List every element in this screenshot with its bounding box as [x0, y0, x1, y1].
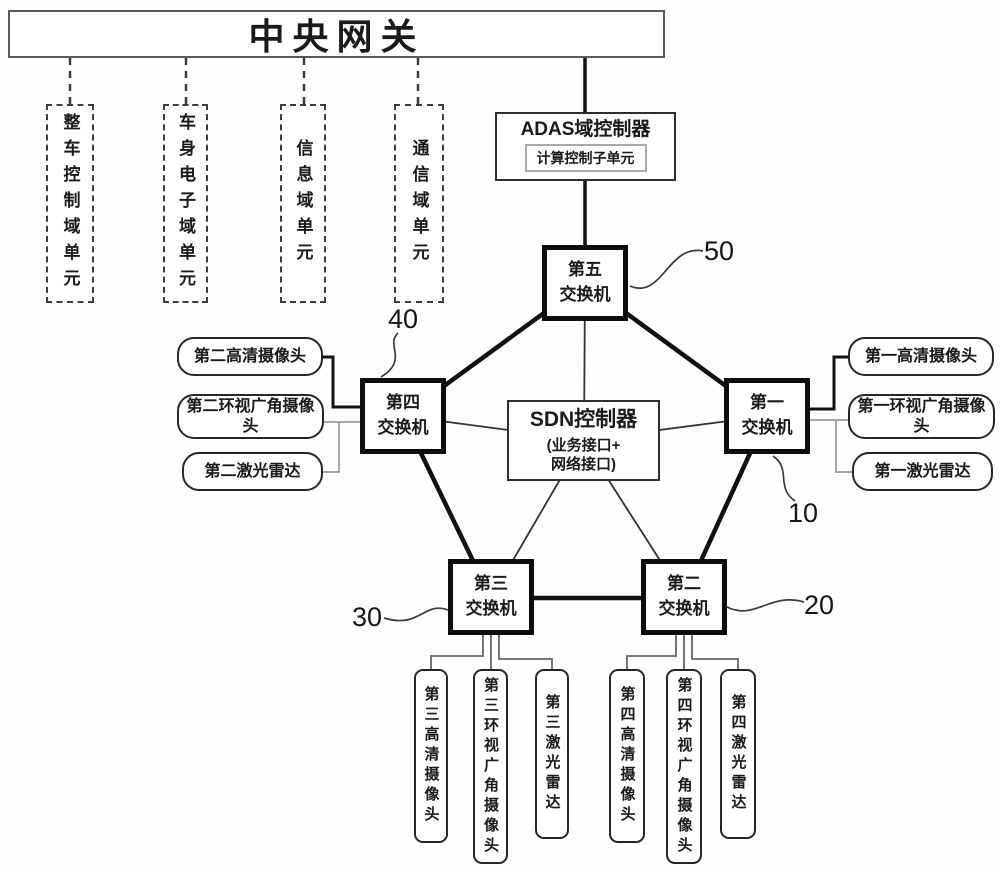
switch-4-label-line2: 交换机: [377, 418, 429, 437]
domain-unit-label: 通信域单元: [409, 138, 429, 269]
switch-2-box: 第二 交换机: [641, 559, 727, 635]
sensor-label: 第四高清摄像头: [618, 686, 635, 826]
adas-controller-title: ADAS域控制器: [520, 118, 651, 140]
sensor-label: 第三高清摄像头: [422, 686, 439, 826]
switch-4-label-line1: 第四: [386, 393, 420, 413]
sensor-lidar-1: 第一激光雷达: [852, 452, 993, 491]
domain-unit-label: 信息域单元: [293, 138, 313, 269]
sensor-hd-camera-4: 第四高清摄像头: [609, 669, 645, 843]
ref-label-20: 20: [804, 590, 835, 620]
sensor-lidar-3: 第三激光雷达: [535, 669, 569, 839]
bottom-left-sensor-links: [430, 635, 553, 670]
switch-1-box: 第一 交换机: [724, 378, 810, 454]
ref-label-30: 30: [352, 602, 383, 632]
sensor-label: 第三激光雷达: [543, 694, 560, 814]
reference-leader-lines: [380, 249, 805, 622]
ref-label-10: 10: [788, 498, 819, 528]
switch-2-label-line1: 第二: [667, 574, 701, 594]
sensor-hd-camera-1: 第一高清摄像头: [848, 337, 994, 376]
sensor-wide-camera-1: 第一环视广角摄像头: [848, 394, 995, 439]
sensor-label: 第一激光雷达: [874, 462, 971, 480]
gateway-domain-dashed-links: [68, 58, 420, 105]
switch-3-box: 第三 交换机: [448, 559, 534, 635]
sdn-controller-title: SDN控制器: [529, 407, 638, 431]
sensor-label: 第四激光雷达: [729, 694, 746, 814]
central-gateway-label: 中央网关: [248, 16, 425, 57]
switch-3-label-line1: 第三: [474, 574, 508, 594]
central-gateway-box: 中央网关: [8, 10, 665, 58]
sensor-label: 第二激光雷达: [204, 462, 301, 480]
adas-compute-subunit-box: 计算控制子单元: [524, 144, 647, 173]
ref-label-40: 40: [388, 304, 419, 334]
sensor-lidar-2: 第二激光雷达: [182, 452, 323, 491]
switch-2-label-line2: 交换机: [658, 599, 710, 618]
sdn-interface-line1: (业务接口+: [546, 436, 621, 454]
sensor-label: 第一环视广角摄像头: [857, 397, 986, 435]
sensor-label: 第二环视广角摄像头: [186, 397, 315, 435]
sensor-label: 第二高清摄像头: [193, 347, 306, 365]
sensor-hd-camera-3: 第三高清摄像头: [414, 669, 448, 843]
sensor-wide-camera-3: 第三环视广角摄像头: [473, 669, 508, 864]
sdn-controller-box: SDN控制器 (业务接口+ 网络接口): [507, 400, 660, 481]
switch-5-box: 第五 交换机: [542, 245, 628, 321]
domain-unit-label: 整车控制域单元: [60, 112, 80, 295]
domain-unit-information: 信息域单元: [280, 104, 326, 303]
bottom-right-sensor-links: [626, 635, 739, 670]
left-sensor-links: [321, 355, 362, 473]
sensor-label: 第一高清摄像头: [864, 347, 977, 365]
switch-4-box: 第四 交换机: [360, 378, 446, 454]
switch-5-label-line2: 交换机: [559, 285, 611, 304]
sensor-lidar-4: 第四激光雷达: [720, 669, 756, 839]
adas-domain-controller-box: ADAS域控制器 计算控制子单元: [495, 112, 676, 181]
sensor-label: 第三环视广角摄像头: [482, 676, 498, 857]
domain-unit-body-electronics: 车身电子域单元: [163, 104, 208, 303]
switch-5-label-line1: 第五: [568, 260, 602, 280]
domain-unit-vehicle-control: 整车控制域单元: [46, 104, 94, 303]
right-sensor-links: [808, 355, 852, 473]
domain-unit-communication: 通信域单元: [394, 104, 444, 303]
domain-unit-label: 车身电子域单元: [176, 112, 195, 295]
sensor-hd-camera-2: 第二高清摄像头: [177, 337, 323, 376]
sensor-wide-camera-2: 第二环视广角摄像头: [177, 394, 324, 439]
switch-1-label-line1: 第一: [750, 393, 784, 413]
switch-1-label-line2: 交换机: [741, 418, 793, 437]
sensor-label: 第四环视广角摄像头: [675, 676, 692, 857]
switch-3-label-line2: 交换机: [465, 599, 517, 618]
ref-label-50: 50: [704, 236, 735, 266]
sensor-wide-camera-4: 第四环视广角摄像头: [666, 669, 702, 864]
sdn-interface-line2: 网络接口): [551, 455, 616, 473]
